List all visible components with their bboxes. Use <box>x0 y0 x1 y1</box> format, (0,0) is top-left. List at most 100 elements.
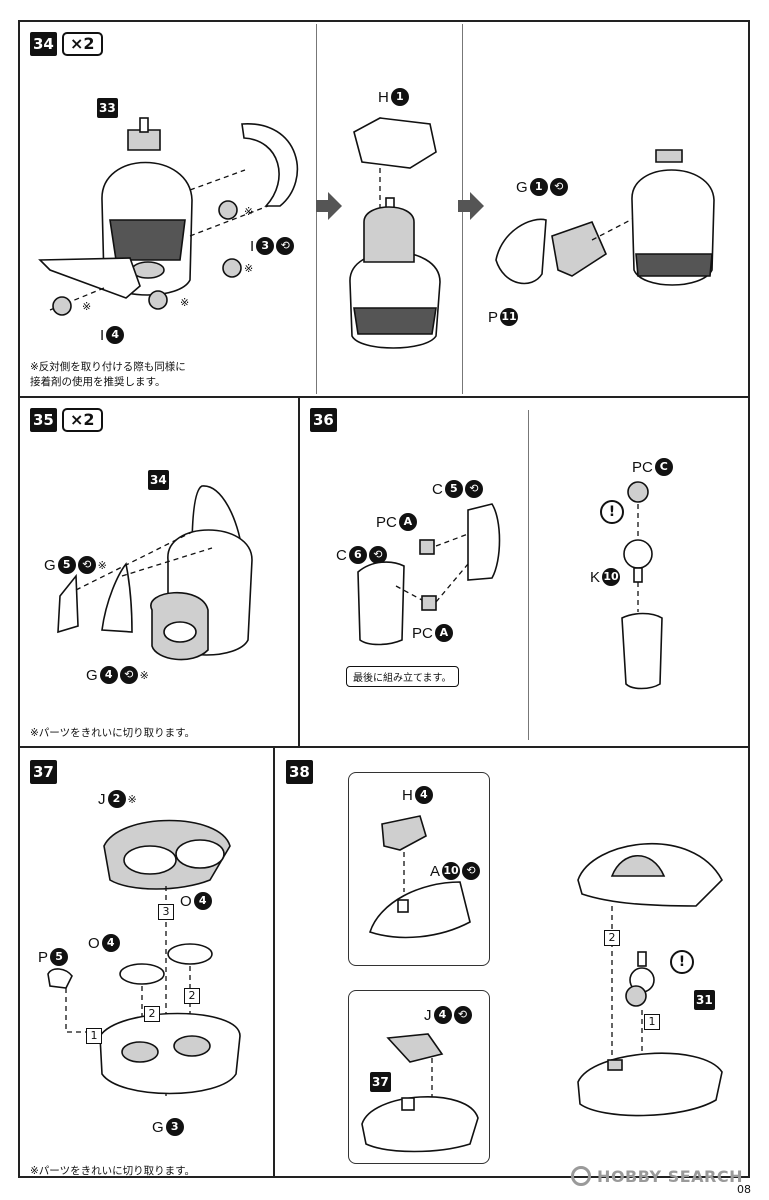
instruction-frame <box>18 20 750 1178</box>
base-sub-illustration <box>361 1033 479 1153</box>
reference-step-37: 37 <box>370 1072 391 1092</box>
label-g1: G 1 ⟲ <box>516 178 568 196</box>
head-cap-illustration <box>349 117 441 349</box>
label-pca-top: PC A <box>376 513 417 531</box>
forearm-parts-illustration <box>357 503 501 646</box>
label-a10-number: 10 <box>442 862 461 880</box>
next-arrow-2-icon <box>470 192 484 220</box>
head-with-crest-illustration <box>57 485 253 661</box>
label-c6-letter: C <box>336 546 347 564</box>
label-k10-letter: K <box>590 568 601 586</box>
label-j4-letter: J <box>424 1006 432 1024</box>
quantity-34: ×2 <box>62 32 103 56</box>
label-j4-number: 4 <box>433 1006 452 1024</box>
sub-divider-36 <box>528 410 529 740</box>
label-p11-letter: P <box>488 308 499 326</box>
step-34-note-line-1: ※反対側を取り付ける際も同様に <box>30 361 186 373</box>
label-i4-letter: I <box>100 326 105 344</box>
order-number-38-1: 1 <box>644 1014 660 1030</box>
label-a10: A 10 ⟲ <box>430 862 481 880</box>
label-c6: C 6 ⟲ <box>336 546 387 564</box>
next-arrow-1-icon <box>328 192 342 220</box>
label-h1-number: 1 <box>390 88 409 106</box>
face-parts-illustration <box>495 149 715 286</box>
reference-step-34: 34 <box>148 470 169 490</box>
label-pca-bottom-letter: PC <box>412 624 433 642</box>
label-j2: J 2 ※ <box>98 790 137 808</box>
label-h4-number: 4 <box>414 786 433 804</box>
glue-icon: ⟲ <box>368 546 387 564</box>
label-g3: G 3 <box>152 1118 184 1136</box>
label-i3-number: 3 <box>256 237 275 255</box>
col-divider-35-36 <box>298 396 300 748</box>
label-i3: I 3 ⟲ <box>250 237 295 255</box>
step-number-35: 35 <box>30 408 57 432</box>
asterisk-mark: ※ <box>97 558 107 572</box>
next-arrow-2-stem <box>458 200 470 212</box>
label-i4: I 4 <box>100 326 125 344</box>
asterisk-mark-1: ※ <box>244 205 254 218</box>
head-assembly-illustration <box>38 117 299 316</box>
label-c5-number: 5 <box>444 480 463 498</box>
step-number-36: 36 <box>310 408 337 432</box>
glue-icon: ⟲ <box>77 556 96 574</box>
page-number: 08 <box>737 1183 751 1196</box>
asterisk-mark: ※ <box>127 792 137 806</box>
glue-icon: ⟲ <box>462 862 481 880</box>
step-37-note: ※パーツをきれいに切り取ります。 <box>30 1165 196 1177</box>
label-i4-number: 4 <box>106 326 125 344</box>
stand-final-illustration <box>577 842 723 1117</box>
label-pca-bottom-number: A <box>434 624 453 642</box>
label-g3-letter: G <box>152 1118 164 1136</box>
hobby-search-watermark: HOBBY SEARCH <box>571 1166 743 1186</box>
order-number-1: 1 <box>86 1028 102 1044</box>
label-h4: H 4 <box>402 786 433 804</box>
label-pcc-letter: PC <box>632 458 653 476</box>
label-j2-number: 2 <box>107 790 126 808</box>
label-pcc: PC C <box>632 458 673 476</box>
label-p5-number: 5 <box>50 948 69 966</box>
label-c5: C 5 ⟲ <box>432 480 483 498</box>
order-number-2a: 2 <box>184 988 200 1004</box>
quantity-35: ×2 <box>62 408 103 432</box>
watermark-text: HOBBY SEARCH <box>597 1166 743 1186</box>
hand-joint-illustration <box>621 481 663 690</box>
label-o4-left: O 4 <box>88 934 120 952</box>
label-p5-letter: P <box>38 948 49 966</box>
step-34-note-line-2: 接着剤の使用を推奨します。 <box>30 376 166 388</box>
label-k10: K 10 <box>590 568 621 586</box>
asterisk-mark-3: ※ <box>180 296 190 309</box>
asterisk-mark-4: ※ <box>82 300 92 313</box>
step-34-note: ※反対側を取り付ける際も同様に 接着剤の使用を推奨します。 <box>30 360 186 390</box>
row-divider-1 <box>18 396 750 398</box>
warning-icon-36: ! <box>600 500 624 524</box>
order-number-38-2: 2 <box>604 930 620 946</box>
label-pca-top-number: A <box>398 513 417 531</box>
label-o4-left-number: 4 <box>101 934 120 952</box>
col-divider-37-38 <box>273 746 275 1178</box>
label-p11-number: 11 <box>500 308 519 326</box>
label-o4-right-letter: O <box>180 892 192 910</box>
label-g3-number: 3 <box>165 1118 184 1136</box>
label-h4-letter: H <box>402 786 413 804</box>
glue-icon: ⟲ <box>276 237 295 255</box>
order-number-3: 3 <box>158 904 174 920</box>
label-k10-number: 10 <box>602 568 621 586</box>
label-p5: P 5 <box>38 948 69 966</box>
label-o4-right: O 4 <box>180 892 212 910</box>
label-p11: P 11 <box>488 308 519 326</box>
glue-icon: ⟲ <box>119 666 138 684</box>
label-g4-letter: G <box>86 666 98 684</box>
label-pcc-number: C <box>654 458 673 476</box>
label-g1-letter: G <box>516 178 528 196</box>
label-h1-letter: H <box>378 88 389 106</box>
label-pca-top-letter: PC <box>376 513 397 531</box>
glue-icon: ⟲ <box>549 178 568 196</box>
step-number-34: 34 <box>30 32 57 56</box>
label-j2-letter: J <box>98 790 106 808</box>
label-pca-bottom: PC A <box>412 624 453 642</box>
label-g4-number: 4 <box>99 666 118 684</box>
next-arrow-1-stem <box>316 200 328 212</box>
label-o4-left-letter: O <box>88 934 100 952</box>
label-o4-right-number: 4 <box>193 892 212 910</box>
